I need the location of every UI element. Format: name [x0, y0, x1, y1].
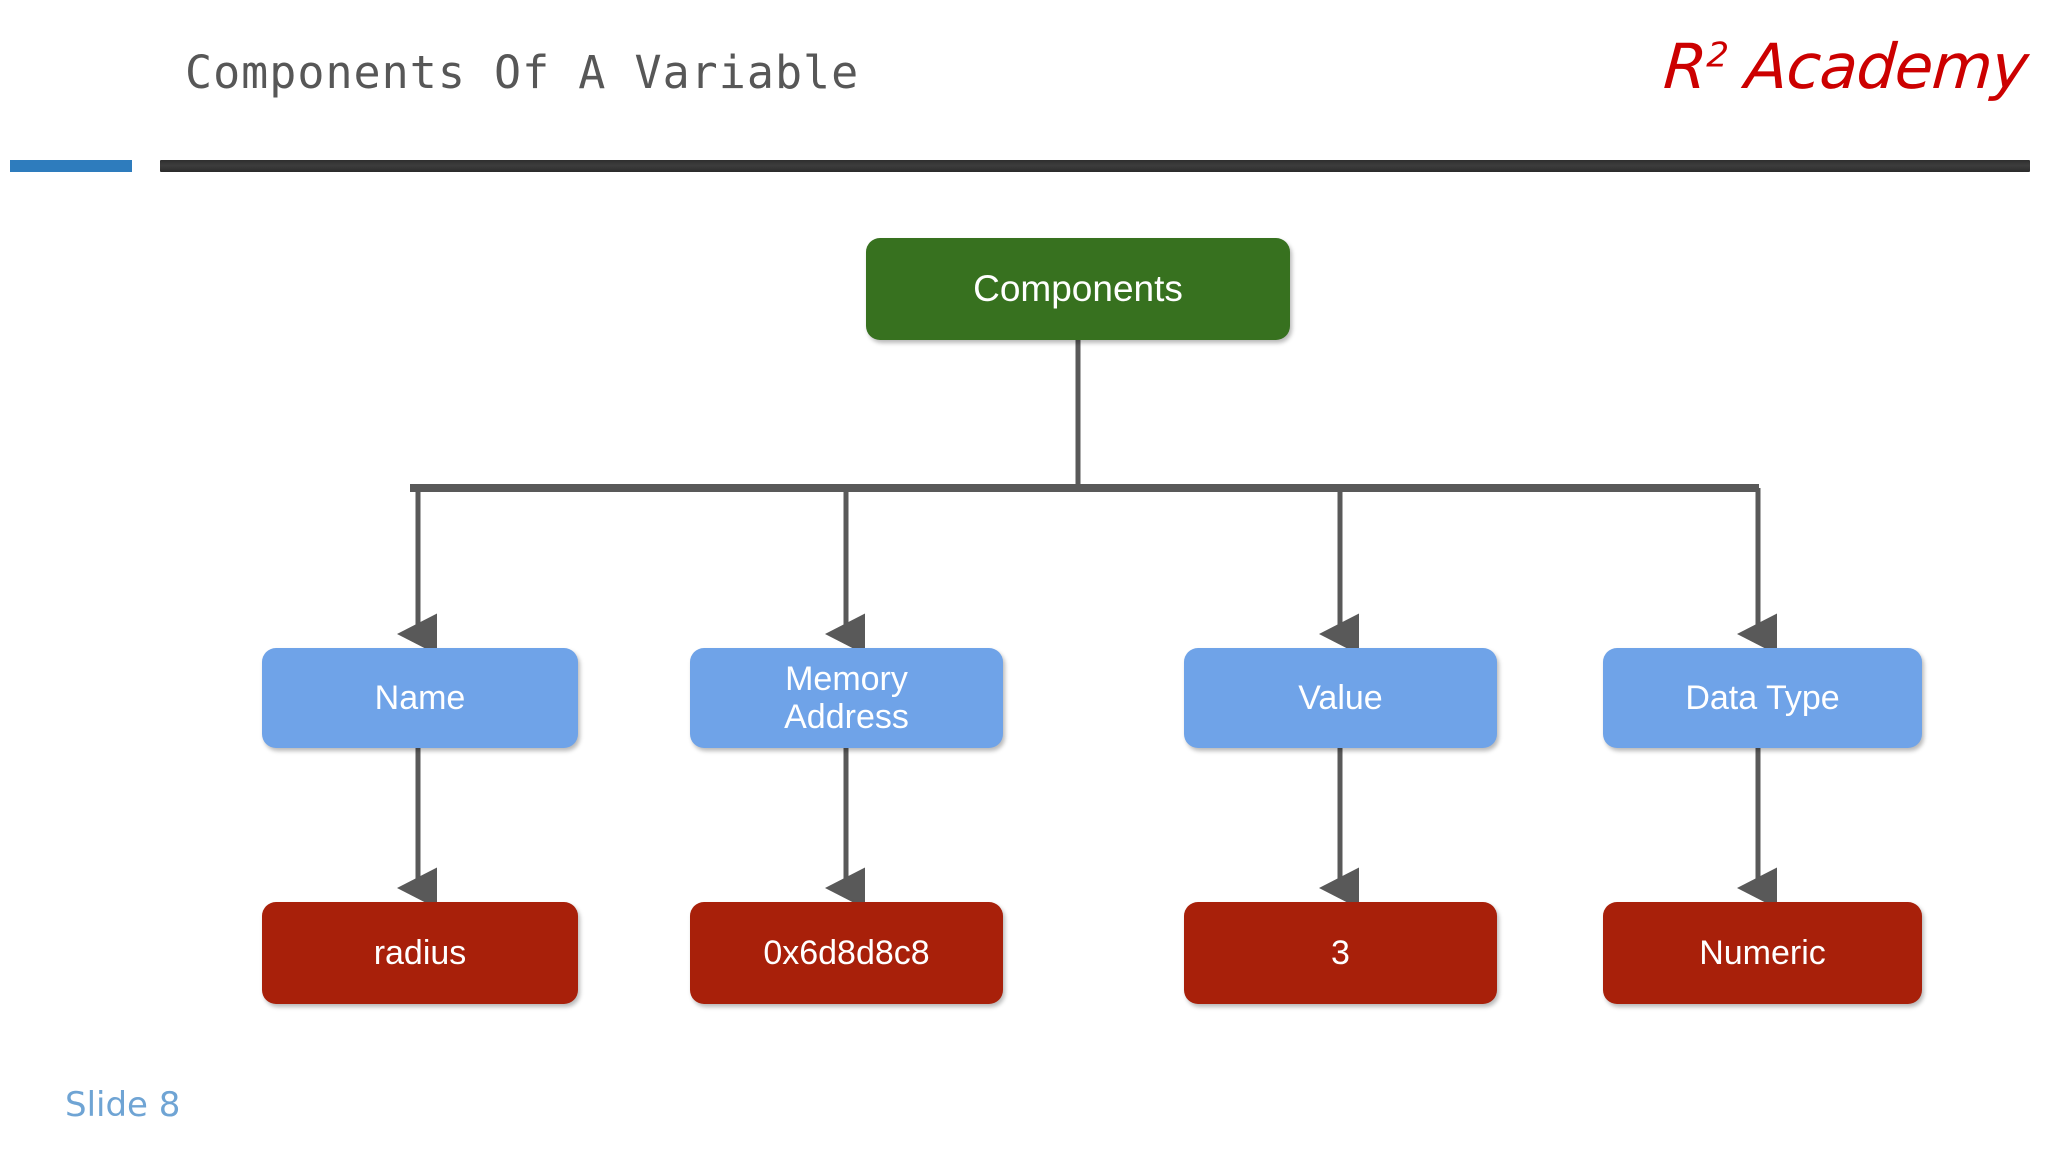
brand-logo: R2 Academy [1662, 30, 2031, 103]
page-title: Components Of A Variable [185, 46, 860, 99]
node-memory-address-line2: Address [784, 698, 909, 736]
header-rule-divider [160, 160, 2030, 172]
header-accent-bar [10, 160, 132, 172]
node-value[interactable]: Value [1184, 648, 1497, 748]
brand-logo-suffix: Academy [1724, 30, 2031, 103]
slide-number-footer: Slide 8 [65, 1085, 181, 1125]
brand-logo-prefix: R [1661, 30, 1710, 103]
node-data-type[interactable]: Data Type [1603, 648, 1922, 748]
node-memory-address[interactable]: Memory Address [690, 648, 1003, 748]
node-components[interactable]: Components [866, 238, 1290, 340]
node-memory-address-value-label: 0x6d8d8c8 [763, 933, 930, 972]
node-name-label: Name [374, 678, 466, 717]
node-name[interactable]: Name [262, 648, 578, 748]
node-numeric-label: Numeric [1699, 933, 1826, 972]
node-memory-address-value[interactable]: 0x6d8d8c8 [690, 902, 1003, 1004]
node-value-three[interactable]: 3 [1184, 902, 1497, 1004]
node-memory-address-line1: Memory [785, 659, 908, 698]
node-radius-label: radius [373, 933, 467, 972]
node-memory-address-label: Memory Address [784, 660, 909, 736]
node-radius[interactable]: radius [262, 902, 578, 1004]
node-value-three-label: 3 [1331, 933, 1350, 972]
node-value-label: Value [1298, 678, 1383, 717]
node-components-label: Components [973, 268, 1183, 310]
node-numeric[interactable]: Numeric [1603, 902, 1922, 1004]
node-data-type-label: Data Type [1685, 678, 1840, 717]
